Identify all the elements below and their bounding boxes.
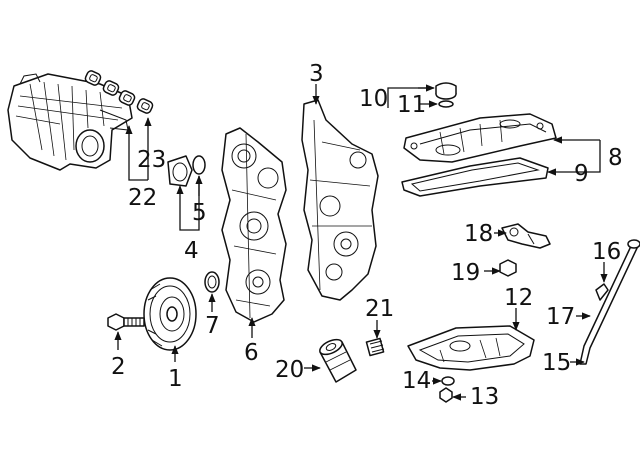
callout-19: 19 (451, 260, 480, 286)
intake-manifold (7, 73, 133, 171)
callout-7: 7 (205, 313, 220, 339)
callout-6: 6 (244, 340, 259, 366)
callout-5: 5 (192, 200, 207, 226)
callout-1: 1 (168, 366, 183, 392)
callout-12: 12 (504, 285, 533, 311)
cylinder-head-cover (403, 113, 557, 163)
intake-gaskets (84, 70, 154, 114)
head-cover-gasket (401, 157, 549, 197)
front-crank-seal (204, 271, 220, 293)
callout-8: 8 (608, 145, 623, 171)
callout-9: 9 (574, 161, 589, 187)
oil-filler-cap (435, 82, 457, 108)
oil-filter (319, 338, 357, 383)
oil-control-valve (501, 223, 551, 249)
seal-and-housing (167, 155, 206, 187)
callout-13: 13 (470, 384, 499, 410)
drain-plug-and-gasket (439, 376, 455, 403)
leader-4 (179, 176, 200, 231)
leader-8 (566, 140, 601, 173)
oil-filter-union-stud (365, 337, 385, 357)
leader-22 (128, 160, 148, 181)
timing-cover (221, 127, 287, 323)
callout-15: 15 (542, 350, 571, 376)
oil-pan (407, 325, 535, 371)
callout-17: 17 (546, 304, 575, 330)
crankshaft-pulley (143, 277, 197, 351)
callout-22: 22 (128, 185, 157, 211)
callout-21: 21 (365, 296, 394, 322)
oil-dipstick (579, 239, 640, 365)
callout-2: 2 (111, 354, 126, 380)
callout-3: 3 (309, 61, 324, 87)
callout-18: 18 (464, 221, 493, 247)
pulley-bolt (107, 313, 145, 331)
leader-10 (387, 87, 430, 108)
callout-14: 14 (402, 368, 431, 394)
callout-20: 20 (275, 357, 304, 383)
hose-bracket (499, 259, 517, 277)
callout-4: 4 (184, 238, 199, 264)
timing-chain-case (301, 99, 379, 301)
callout-10: 10 (359, 86, 388, 112)
callout-23: 23 (137, 147, 166, 173)
callout-11: 11 (397, 92, 426, 118)
callout-16: 16 (592, 239, 621, 265)
